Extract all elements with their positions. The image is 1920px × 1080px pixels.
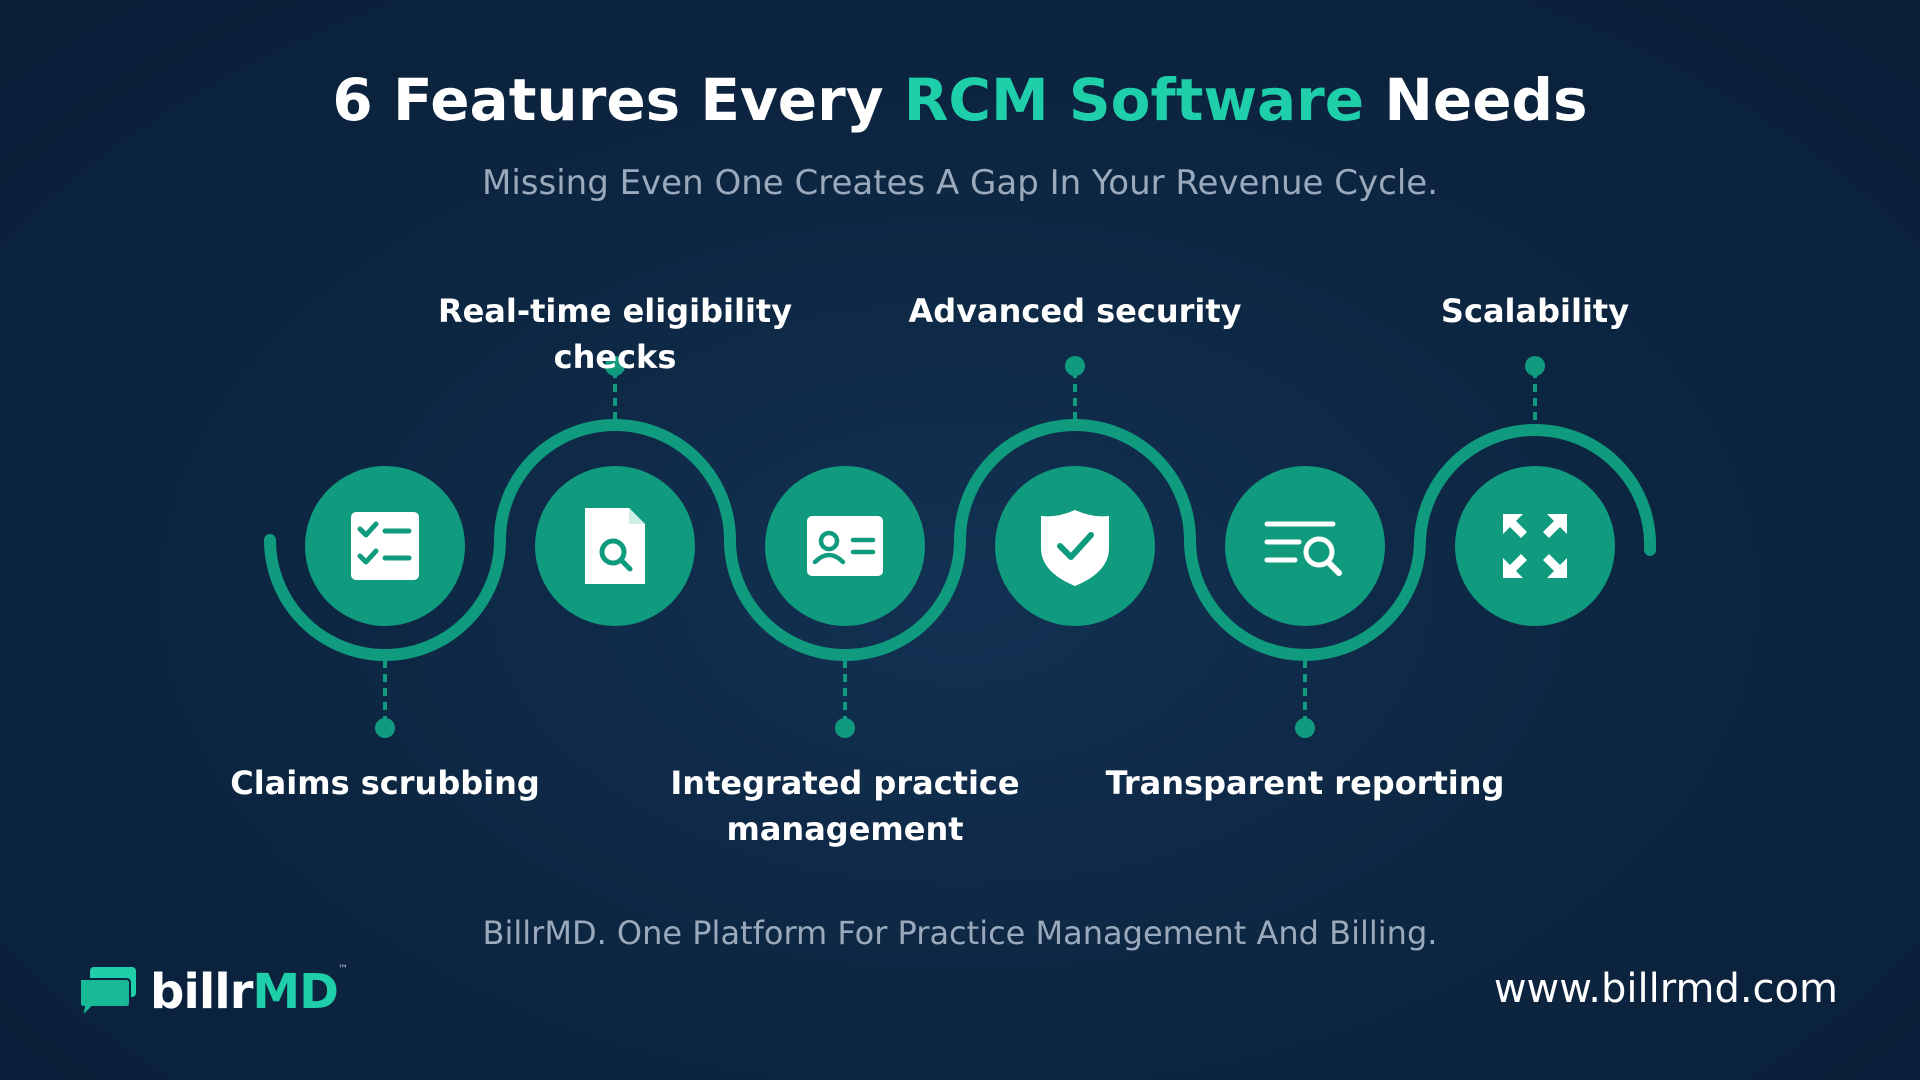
logo-text-billr: billr (150, 964, 253, 1020)
website-url: www.billrmd.com (1493, 966, 1838, 1012)
connector-dot-6 (1525, 356, 1545, 376)
id-card-icon (807, 516, 883, 576)
feature-label-claims-scrubbing: Claims scrubbing (230, 764, 540, 802)
feature-label-transparent-reporting: Transparent reporting (1105, 764, 1505, 802)
connector-dot-1 (375, 718, 395, 738)
title-suffix: Needs (1364, 66, 1588, 134)
connector-dot-4 (1065, 356, 1085, 376)
page-subtitle: Missing Even One Creates A Gap In Your R… (481, 163, 1439, 203)
feature-label-practice-management: Integrated practice management (670, 764, 1020, 848)
logo-wordmark: billrMD™ (150, 964, 348, 1020)
feature-node-6 (1455, 466, 1615, 626)
shield-check-icon (1041, 510, 1109, 586)
title-prefix: 6 Features Every (332, 66, 904, 134)
connector-dot-3 (835, 718, 855, 738)
expand-arrows-icon (1503, 514, 1567, 578)
brand-logo: billrMD™ (78, 962, 348, 1022)
wave-connector (264, 419, 1657, 661)
connector-dot-5 (1295, 718, 1315, 738)
logo-text-md: MD (252, 964, 339, 1020)
checklist-icon (351, 512, 419, 580)
footer-tagline: BillrMD. One Platform For Practice Manag… (482, 914, 1438, 952)
connector-dot-2 (605, 356, 625, 376)
page-title: 6 Features Every RCM Software Needs (0, 66, 1920, 134)
logo-trademark: ™ (338, 964, 348, 975)
list-search-icon (1264, 521, 1342, 576)
feature-label-eligibility-checks: Real-time eligibility checks (437, 292, 793, 376)
document-search-icon (585, 508, 645, 584)
feature-label-scalability: Scalability (1440, 292, 1630, 330)
title-accent: RCM Software (903, 66, 1365, 134)
chat-bubbles-logo-icon (79, 967, 136, 1019)
feature-label-advanced-security: Advanced security (908, 292, 1242, 330)
